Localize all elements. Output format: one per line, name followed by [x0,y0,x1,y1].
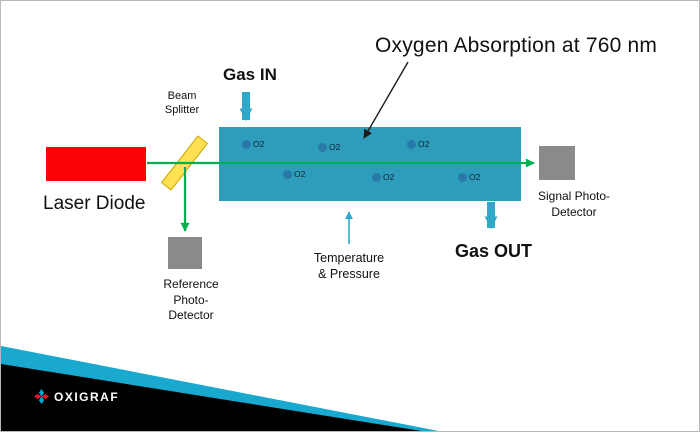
molecule-dot-icon [318,142,327,152]
molecule-label: O2 [418,139,430,149]
gas-absorption-cell: O2 O2 O2 O2 O2 O2 [219,127,521,201]
o2-molecule: O2 [458,172,480,182]
gas-in-label: Gas IN [223,65,277,84]
logo-text: OXIGRAF [54,389,120,404]
molecule-dot-icon [372,172,381,182]
reference-detector-label: Reference Photo- Detector [163,277,219,323]
molecule-label: O2 [294,169,306,179]
molecule-label: O2 [253,139,265,149]
temperature-pressure-label: Temperature & Pressure [313,251,385,282]
signal-photo-detector-box [539,146,575,180]
slide-title: Oxygen Absorption at 760 nm [375,34,658,57]
laser-diode-label: Laser Diode [43,193,146,214]
o2-molecule: O2 [318,142,340,152]
molecule-label: O2 [469,172,481,182]
molecule-dot-icon [242,139,251,149]
oxigraf-logo-icon [34,389,49,404]
molecule-dot-icon [458,172,467,182]
gas-out-label: Gas OUT [455,241,533,261]
beam-splitter-label: Beam Splitter [164,90,200,117]
o2-molecule: O2 [242,139,264,149]
beam-splitter-shape [160,135,209,191]
reference-photo-detector-box [168,237,202,269]
molecule-dot-icon [407,139,416,149]
o2-molecule: O2 [372,172,394,182]
molecule-label: O2 [383,172,395,182]
signal-detector-label: Signal Photo- Detector [537,189,611,219]
laser-diode-box [46,147,146,181]
o2-molecule: O2 [407,139,429,149]
molecule-dot-icon [283,169,292,179]
molecule-label: O2 [329,142,341,152]
o2-molecule: O2 [283,169,305,179]
oxigraf-logo: OXIGRAF [34,389,119,404]
